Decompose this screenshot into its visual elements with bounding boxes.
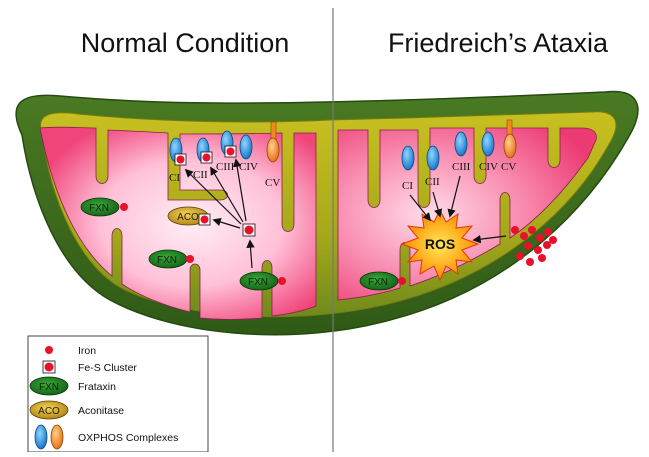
complex-civ-right bbox=[482, 132, 494, 156]
complex-ci-right bbox=[402, 146, 414, 170]
complex-cii-right bbox=[427, 146, 439, 170]
fe-s-cluster-icon bbox=[43, 361, 55, 373]
legend-label-frataxin: Frataxin bbox=[78, 381, 116, 393]
label-cv-left: CV bbox=[265, 177, 280, 189]
label-civ-left: CIV bbox=[239, 161, 258, 173]
frataxin-label-3: FXN bbox=[248, 277, 268, 288]
legend-label-iron: Iron bbox=[78, 345, 96, 357]
label-civ-right: CIV bbox=[479, 161, 498, 173]
label-ciii-left: CIII bbox=[216, 161, 235, 173]
iron-icon bbox=[45, 346, 53, 354]
legend-label-aconitase: Aconitase bbox=[78, 405, 124, 417]
complex-civ-left bbox=[240, 135, 252, 159]
frataxin-label-1: FXN bbox=[89, 203, 109, 214]
label-cii-right: CII bbox=[425, 176, 440, 188]
legend-label-fe-s-cluster: Fe-S Cluster bbox=[78, 362, 137, 374]
legend-frataxin-icon-label: FXN bbox=[39, 382, 59, 393]
aconitase-icon: ACO bbox=[30, 401, 68, 419]
fe-s-cluster-cii bbox=[201, 152, 212, 163]
complex-ciii-right bbox=[455, 132, 467, 156]
title-friedreichs-ataxia: Friedreich’s Ataxia bbox=[388, 28, 609, 58]
frataxin-label-right: FXN bbox=[368, 277, 388, 288]
frataxin-icon: FXN bbox=[30, 377, 68, 395]
legend-label-oxphos: OXPHOS Complexes bbox=[78, 432, 178, 444]
complex-cv-stalk-left bbox=[271, 122, 276, 140]
ros-label: ROS bbox=[425, 236, 455, 252]
fe-s-cluster-ciii bbox=[225, 146, 236, 157]
title-normal-condition: Normal Condition bbox=[81, 28, 290, 58]
label-ci-left: CI bbox=[169, 172, 180, 184]
complex-cv-left bbox=[267, 138, 279, 162]
complex-cv-right bbox=[504, 134, 516, 158]
legend: Iron Fe-S Cluster FXN Frataxin ACO Aconi… bbox=[28, 336, 208, 452]
frataxin-label-2: FXN bbox=[157, 255, 177, 266]
aconitase-label: ACO bbox=[177, 212, 199, 223]
label-ciii-right: CIII bbox=[452, 161, 471, 173]
legend-aconitase-icon-label: ACO bbox=[38, 406, 60, 417]
fe-s-cluster-source bbox=[243, 224, 255, 236]
label-cv-right: CV bbox=[501, 161, 516, 173]
fe-s-cluster-ci bbox=[175, 154, 186, 165]
label-ci-right: CI bbox=[402, 180, 413, 192]
